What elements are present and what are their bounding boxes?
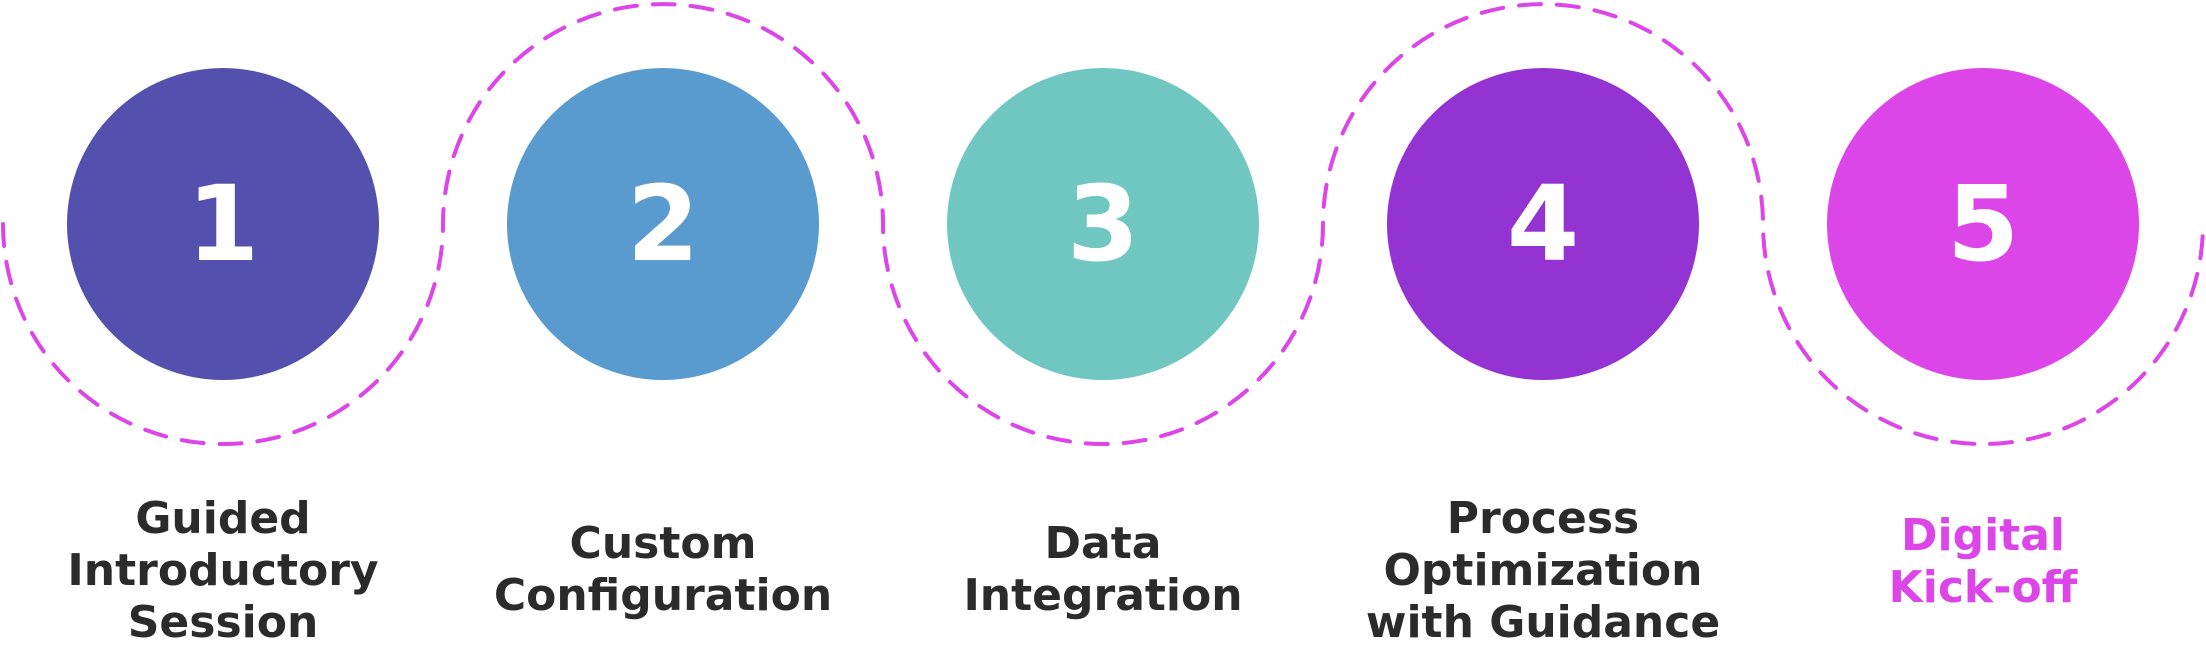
step-5-number: 5 [1946, 163, 2020, 285]
step-1-circle: 1 [67, 68, 379, 380]
step-4-number: 4 [1506, 163, 1580, 285]
dashed-connector-path [1, 2, 2205, 446]
step-1-label-line: Guided [135, 493, 311, 544]
step-4-label-line: Optimization [1383, 545, 1703, 596]
step-3-label: Data Integration [903, 518, 1303, 622]
step-5-label-line: Kick-off [1888, 562, 2078, 613]
step-5-label-line: Digital [1901, 510, 2065, 561]
step-3-number: 3 [1066, 163, 1140, 285]
step-1-label: Guided Introductory Session [23, 493, 423, 649]
step-5-label: Digital Kick-off [1783, 510, 2183, 614]
step-4-label-line: Process [1446, 493, 1640, 544]
step-2-number: 2 [626, 163, 700, 285]
step-2-label-line: Custom [569, 518, 757, 569]
step-3-label-line: Integration [963, 570, 1243, 621]
step-1-label-line: Session [127, 597, 319, 648]
step-1-label-line: Introductory [67, 545, 379, 596]
step-2-circle: 2 [507, 68, 819, 380]
step-2-label-line: Configuration [493, 570, 833, 621]
step-4-label: Process Optimization with Guidance [1343, 493, 1743, 649]
step-4-label-line: with Guidance [1365, 597, 1721, 648]
step-4-circle: 4 [1387, 68, 1699, 380]
step-5-circle: 5 [1827, 68, 2139, 380]
step-1-number: 1 [186, 163, 260, 285]
step-3-circle: 3 [947, 68, 1259, 380]
step-2-label: Custom Configuration [463, 518, 863, 622]
step-3-label-line: Data [1044, 518, 1162, 569]
